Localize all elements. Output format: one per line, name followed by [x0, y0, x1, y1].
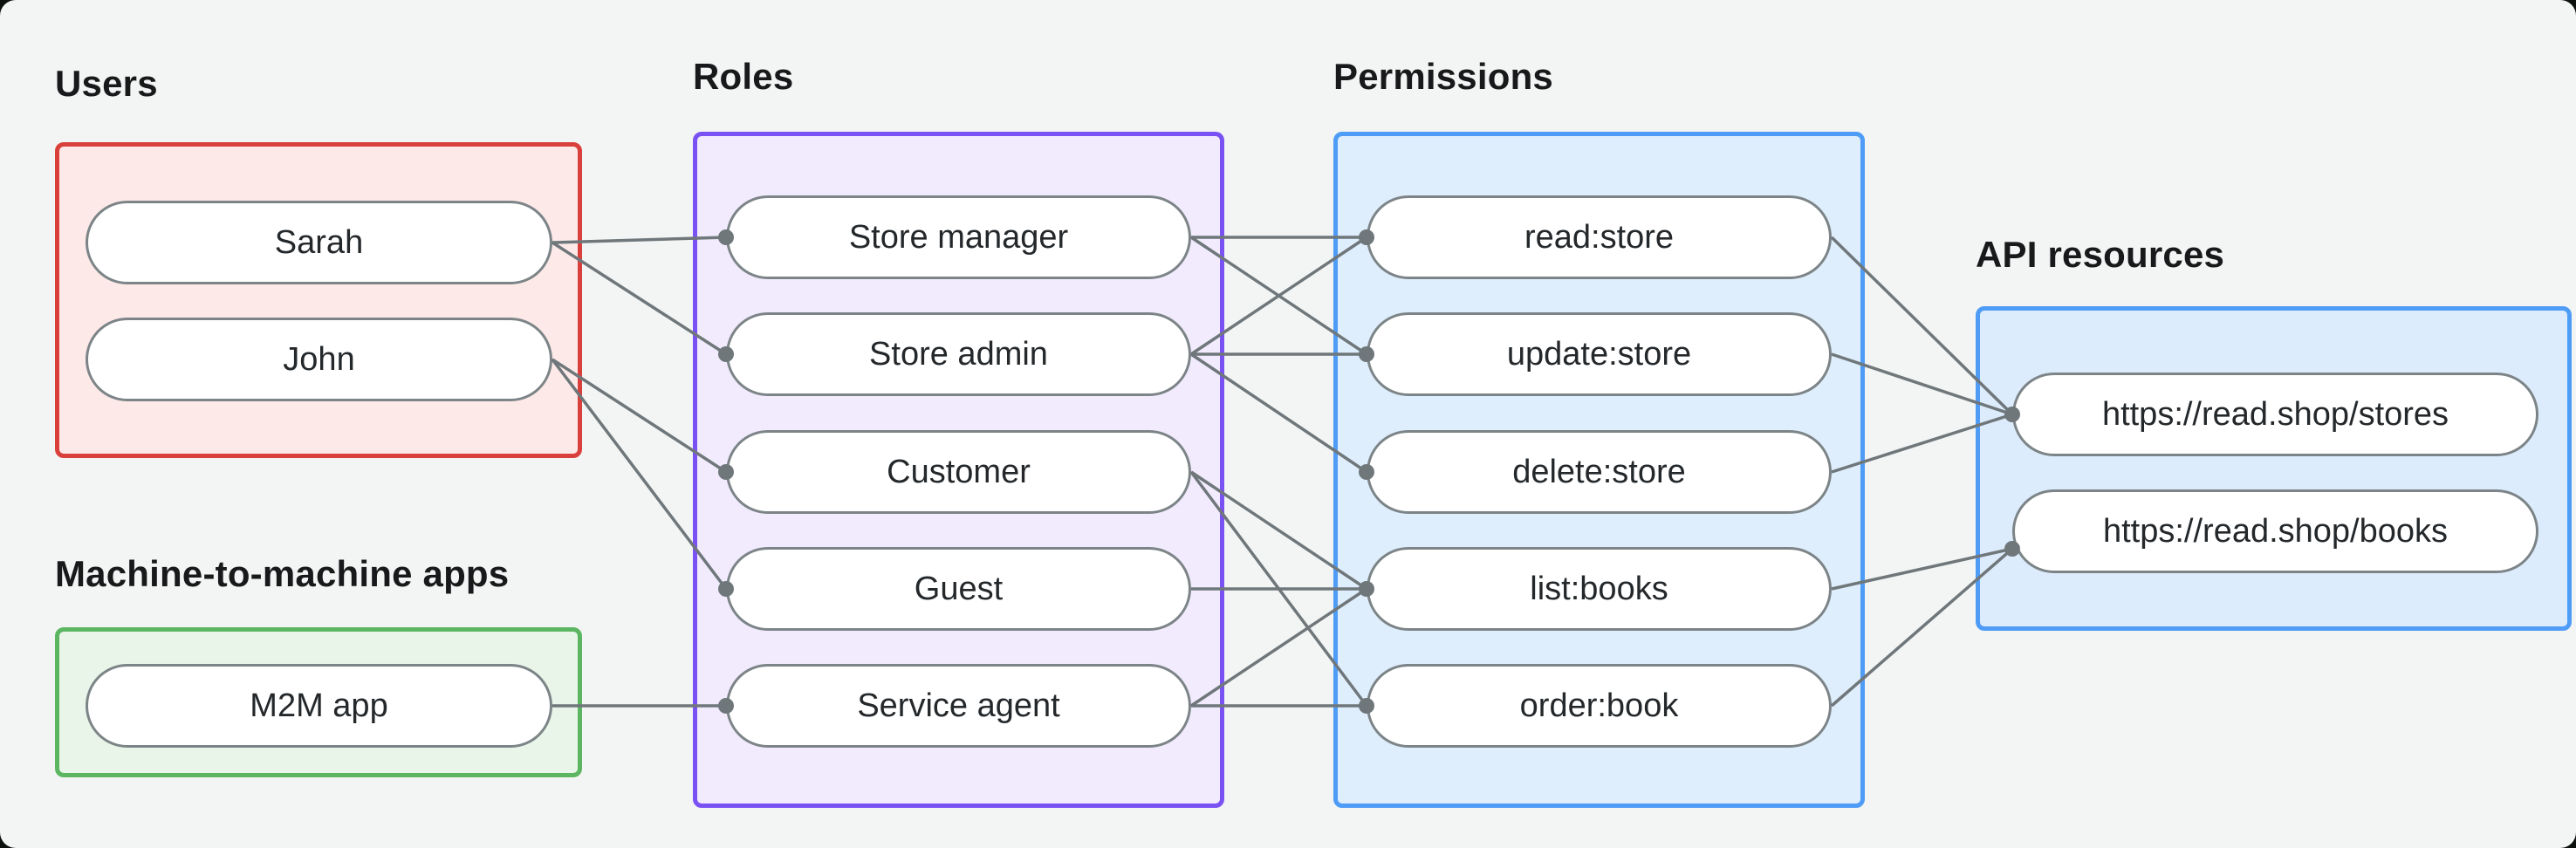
node-customer: Customer: [726, 430, 1191, 514]
permissions-group-box: read:store update:store delete:store lis…: [1333, 132, 1865, 808]
node-sarah: Sarah: [86, 201, 552, 284]
node-delete-store: delete:store: [1367, 430, 1832, 514]
roles-group-box: Store manager Store admin Customer Guest…: [693, 132, 1224, 808]
api-resources-group-box: https://read.shop/stores https://read.sh…: [1976, 306, 2572, 631]
users-section-label: Users: [55, 63, 158, 104]
users-group-box: Sarah John: [55, 142, 582, 458]
node-order-book: order:book: [1367, 664, 1832, 748]
api-resources-section-label: API resources: [1976, 234, 2225, 275]
permissions-section-label: Permissions: [1333, 56, 1553, 97]
m2m-group-box: M2M app: [55, 627, 582, 777]
node-store-manager: Store manager: [726, 195, 1191, 279]
node-service-agent: Service agent: [726, 664, 1191, 748]
node-list-books: list:books: [1367, 547, 1832, 631]
node-store-admin: Store admin: [726, 312, 1191, 396]
node-m2m-app: M2M app: [86, 664, 552, 748]
node-update-store: update:store: [1367, 312, 1832, 396]
node-api-books: https://read.shop/books: [2012, 489, 2538, 573]
node-guest: Guest: [726, 547, 1191, 631]
node-read-store: read:store: [1367, 195, 1832, 279]
roles-section-label: Roles: [693, 56, 794, 97]
node-john: John: [86, 318, 552, 401]
m2m-section-label: Machine-to-machine apps: [55, 553, 510, 594]
node-api-stores: https://read.shop/stores: [2012, 373, 2538, 456]
